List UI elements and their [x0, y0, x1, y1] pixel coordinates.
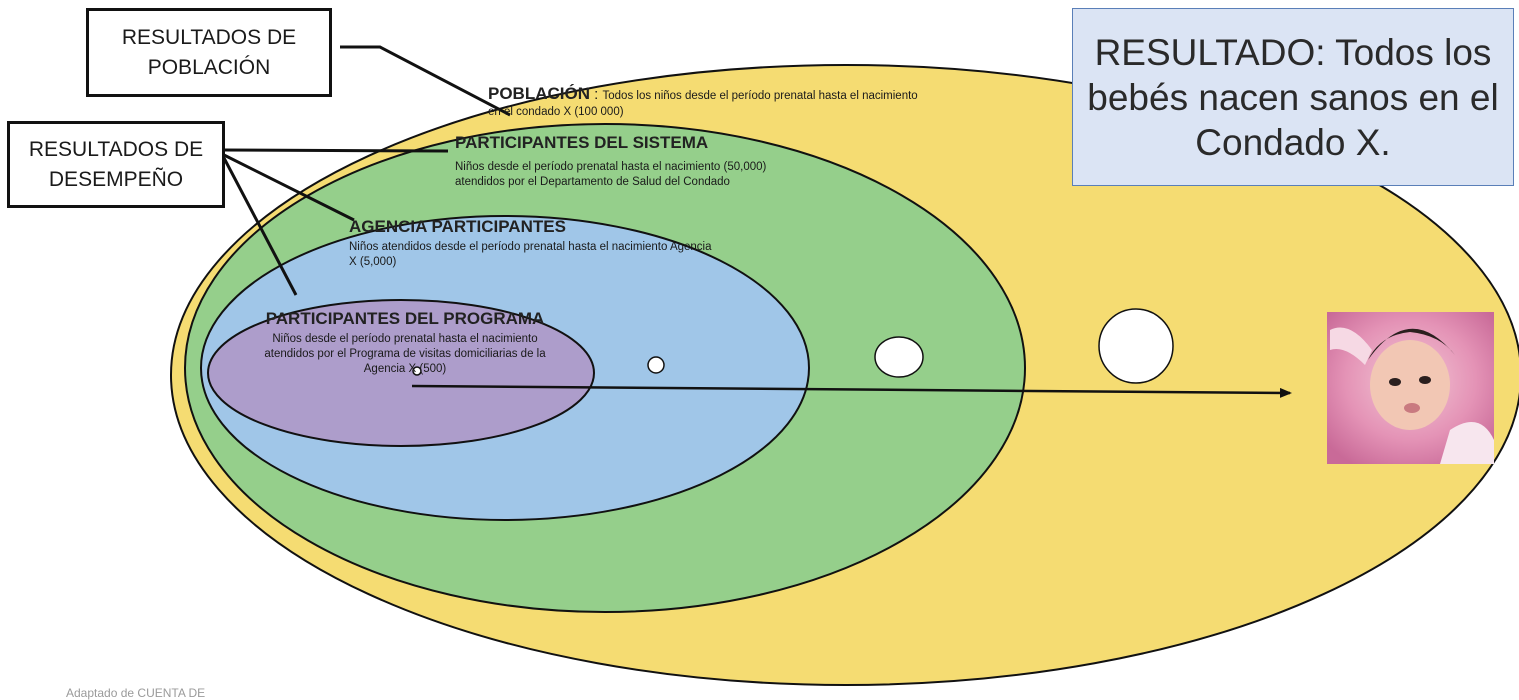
system-desc-2: atendidos por el Departamento de Salud d… — [455, 176, 730, 188]
program-desc-3: Agencia X (500) — [363, 363, 447, 375]
system-title: PARTICIPANTES DEL SISTEMA — [455, 133, 709, 152]
result-text: RESULTADO: Todos los bebés nacen sanos e… — [1087, 31, 1499, 163]
population-text: POBLACIÓN : Todos los niños desde el per… — [488, 84, 1068, 120]
agency-desc-2: X (5,000) — [349, 256, 397, 268]
population-sep: : — [590, 86, 603, 103]
population-results-label: RESULTADOS DE POBLACIÓN — [86, 8, 332, 97]
connector-program — [222, 157, 298, 296]
dot-agency — [647, 356, 665, 374]
performance-results-label: RESULTADOS DE DESEMPEÑO — [7, 121, 225, 208]
connector-system — [223, 148, 449, 153]
baby-photo — [1327, 312, 1494, 464]
system-text: PARTICIPANTES DEL SISTEMA Niños desde el… — [455, 132, 875, 190]
agency-text: AGENCIA PARTICIPANTES Niños atendidos de… — [349, 216, 779, 270]
population-title: POBLACIÓN — [488, 84, 590, 103]
program-desc-1: Niños desde el período prenatal hasta el… — [272, 333, 538, 345]
connector-agency — [223, 153, 355, 222]
program-ellipse — [207, 299, 595, 447]
population-results-text: RESULTADOS DE POBLACIÓN — [121, 25, 297, 79]
agency-desc-1: Niños atendidos desde el período prenata… — [349, 241, 712, 253]
system-desc-1: Niños desde el período prenatal hasta el… — [455, 161, 767, 173]
program-desc-2: atendidos por el Programa de visitas dom… — [264, 348, 546, 360]
dot-program — [412, 366, 422, 376]
population-desc-1: Todos los niños desde el período prenata… — [602, 90, 918, 102]
program-text: PARTICIPANTES DEL PROGRAMA Niños desde e… — [225, 308, 585, 377]
agency-title: AGENCIA PARTICIPANTES — [349, 217, 566, 236]
footer-credit: Adaptado de CUENTA DE — [66, 686, 206, 700]
population-desc-2: en el condado X (100 000) — [488, 106, 624, 118]
performance-results-text: RESULTADOS DE DESEMPEÑO — [28, 137, 204, 191]
dot-system — [874, 336, 924, 378]
dot-population — [1098, 308, 1174, 384]
connector-population — [340, 45, 511, 117]
result-box: RESULTADO: Todos los bebés nacen sanos e… — [1072, 8, 1514, 186]
growth-arrow — [411, 384, 1292, 398]
program-title: PARTICIPANTES DEL PROGRAMA — [265, 309, 545, 328]
